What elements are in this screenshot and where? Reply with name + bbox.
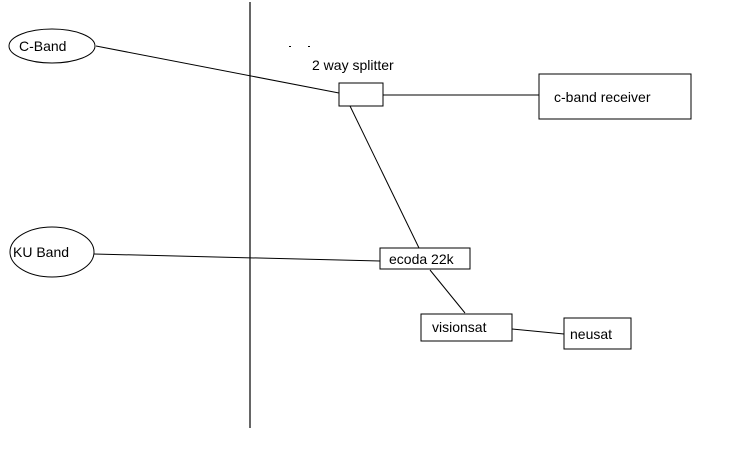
visionsat-node: visionsat — [420, 313, 513, 342]
visionsat-label: visionsat — [432, 319, 487, 335]
neusat-label: neusat — [570, 326, 612, 342]
edge-kuband-to-ecoda — [93, 253, 381, 262]
c-band-node: C-Band — [8, 28, 96, 64]
visionsat-box — [420, 313, 513, 342]
speck-mark — [308, 46, 310, 47]
cband-receiver-label: c-band receiver — [554, 89, 651, 105]
cband-receiver-node: c-band receiver — [538, 73, 692, 120]
splitter-label: 2 way splitter — [312, 57, 394, 73]
cband-receiver-box — [538, 73, 692, 120]
neusat-node: neusat — [563, 317, 632, 350]
splitter-node: 2 way splitter — [312, 57, 394, 107]
speck-mark — [289, 46, 291, 47]
c-band-ellipse — [8, 28, 96, 64]
edge-splitter-to-ecoda — [349, 105, 420, 249]
ku-band-node: KU Band — [9, 226, 95, 278]
splitter-box — [338, 82, 384, 107]
edge-visionsat-to-neusat — [511, 328, 565, 335]
ku-band-ellipse — [9, 226, 95, 278]
ku-band-label: KU Band — [13, 244, 69, 260]
edge-cband-to-splitter — [95, 45, 340, 94]
ecoda-box — [379, 247, 471, 270]
edge-ecoda-to-visionsat — [429, 269, 466, 314]
neusat-box — [563, 317, 632, 350]
ecoda-node: ecoda 22k — [379, 247, 471, 270]
c-band-label: C-Band — [19, 38, 66, 54]
ecoda-label: ecoda 22k — [389, 251, 455, 267]
